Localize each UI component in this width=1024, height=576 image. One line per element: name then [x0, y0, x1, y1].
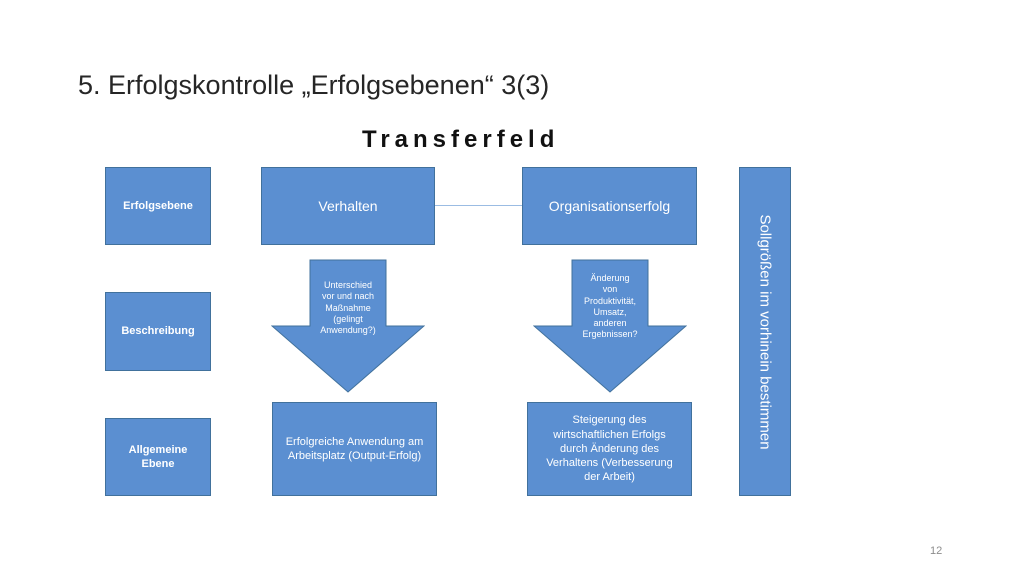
arrow-verhalten-text: Unterschied vor und nach Maßnahme (gelin…: [320, 280, 376, 335]
connector-line: [435, 205, 523, 206]
row-label-allgemeine-ebene: Allgemeine Ebene: [105, 418, 211, 496]
row-label-beschreibung: Beschreibung: [105, 292, 211, 371]
header-box-verhalten: Verhalten: [261, 167, 435, 245]
arrow-organisationserfolg-text: Änderung von Produktivität, Umsatz, ande…: [582, 273, 638, 340]
page-number: 12: [930, 545, 943, 557]
row-label-erfolgsebene: Erfolgsebene: [105, 167, 211, 245]
diagram-subtitle: Transferfeld: [362, 126, 560, 153]
result-box-organisationserfolg: Steigerung des wirtschaftlichen Erfolgs …: [527, 402, 692, 496]
down-arrow-organisationserfolg: Änderung von Produktivität, Umsatz, ande…: [533, 259, 687, 393]
side-box-sollgroessen: Sollgrößen im vorhinein bestimmen: [739, 167, 791, 496]
down-arrow-organisationserfolg-shape: [533, 259, 687, 393]
slide-title: 5. Erfolgskontrolle „Erfolgsebenen“ 3(3): [78, 70, 550, 100]
row-label-beschreibung-text: Beschreibung: [121, 325, 195, 338]
header-box-organisationserfolg: Organisationserfolg: [522, 167, 697, 245]
row-label-allgemeine-ebene-text: Allgemeine Ebene: [128, 443, 188, 470]
result-verhalten-text: Erfolgreiche Anwendung am Arbeitsplatz (…: [285, 435, 424, 462]
down-arrow-verhalten-shape: [271, 259, 425, 393]
header-verhalten-text: Verhalten: [318, 197, 378, 214]
side-box-text: Sollgrößen im vorhinein bestimmen: [756, 213, 774, 450]
row-label-erfolgsebene-text: Erfolgsebene: [123, 199, 193, 212]
down-arrow-verhalten: Unterschied vor und nach Maßnahme (gelin…: [271, 259, 425, 393]
header-organisationserfolg-text: Organisationserfolg: [548, 197, 671, 214]
result-organisationserfolg-text: Steigerung des wirtschaftlichen Erfolgs …: [546, 414, 673, 484]
result-box-verhalten: Erfolgreiche Anwendung am Arbeitsplatz (…: [272, 402, 437, 496]
